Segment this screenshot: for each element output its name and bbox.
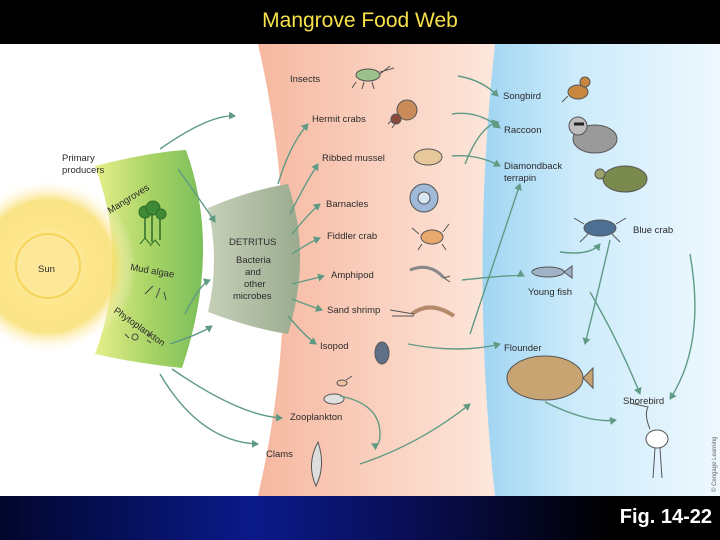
sand-shrimp-icon (389, 305, 456, 318)
fiddler-crab-label: Fiddler crab (327, 231, 377, 242)
title-bar: Mangrove Food Web (0, 0, 720, 44)
slide-title: Mangrove Food Web (262, 9, 458, 32)
algae-icon (144, 285, 167, 301)
sun-label: Sun (38, 264, 55, 275)
isopod-label: Isopod (320, 341, 349, 352)
credit-label: © Cengage Learning (711, 437, 718, 492)
amphipod-label: Amphipod (331, 270, 374, 281)
zooplankton-icon (323, 375, 353, 405)
detritus-line-1: Bacteria (236, 255, 272, 266)
terrapin-label-2: terrapin (504, 173, 536, 184)
flounder-icon (506, 355, 594, 401)
songbird-label: Songbird (503, 91, 541, 102)
songbird-icon (561, 76, 591, 103)
blue-crab-icon (573, 217, 627, 243)
blue-crab-label: Blue crab (633, 225, 673, 236)
clam-icon (311, 440, 322, 488)
flounder-label: Flounder (504, 343, 542, 354)
sun (15, 233, 81, 299)
raccoon-icon (568, 116, 618, 154)
terrapin-label-1: Diamondback (504, 161, 562, 172)
isopod-icon (374, 341, 390, 365)
sand-shrimp-label: Sand shrimp (327, 305, 380, 316)
food-web-diagram: Primary producers Sun Mangroves Mud alga… (0, 44, 720, 496)
hermit-crabs-label: Hermit crabs (312, 114, 366, 125)
young-fish-icon (531, 265, 573, 279)
primary-producers-label-2: producers (62, 165, 104, 176)
barnacles-label: Barnacles (326, 199, 368, 210)
amphipod-icon (409, 265, 451, 283)
predator-band (480, 44, 720, 496)
clams-label: Clams (266, 449, 293, 460)
terrapin-icon (594, 165, 648, 193)
shorebird-icon (629, 402, 669, 479)
insects-label: Insects (290, 74, 320, 85)
detritus-line-3: other (244, 279, 266, 290)
phytoplankton-icon (124, 332, 152, 344)
young-fish-label: Young fish (528, 287, 572, 298)
mussel-icon (413, 148, 443, 166)
detritus-line-2: and (245, 267, 261, 278)
detritus-band (208, 184, 300, 334)
detritus-heading: DETRITUS (229, 237, 277, 248)
barnacle-icon (409, 183, 439, 213)
food-web-arrows (159, 75, 696, 465)
raccoon-label: Raccoon (504, 125, 542, 136)
insect-icon (351, 65, 395, 90)
ribbed-mussel-label: Ribbed mussel (322, 153, 385, 164)
fiddler-crab-icon (411, 223, 450, 251)
mangrove-icon (138, 200, 167, 247)
detritus-line-4: microbes (233, 291, 272, 302)
figure-label: Fig. 14-22 (619, 506, 712, 528)
zooplankton-label: Zooplankton (290, 412, 342, 423)
footer-bar: Fig. 14-22 (0, 496, 720, 540)
food-web-svg: Primary producers Sun Mangroves Mud alga… (0, 44, 720, 496)
primary-producers-label-1: Primary (62, 153, 95, 164)
shorebird-label: Shorebird (623, 396, 664, 407)
hermit-crab-icon (387, 99, 418, 129)
